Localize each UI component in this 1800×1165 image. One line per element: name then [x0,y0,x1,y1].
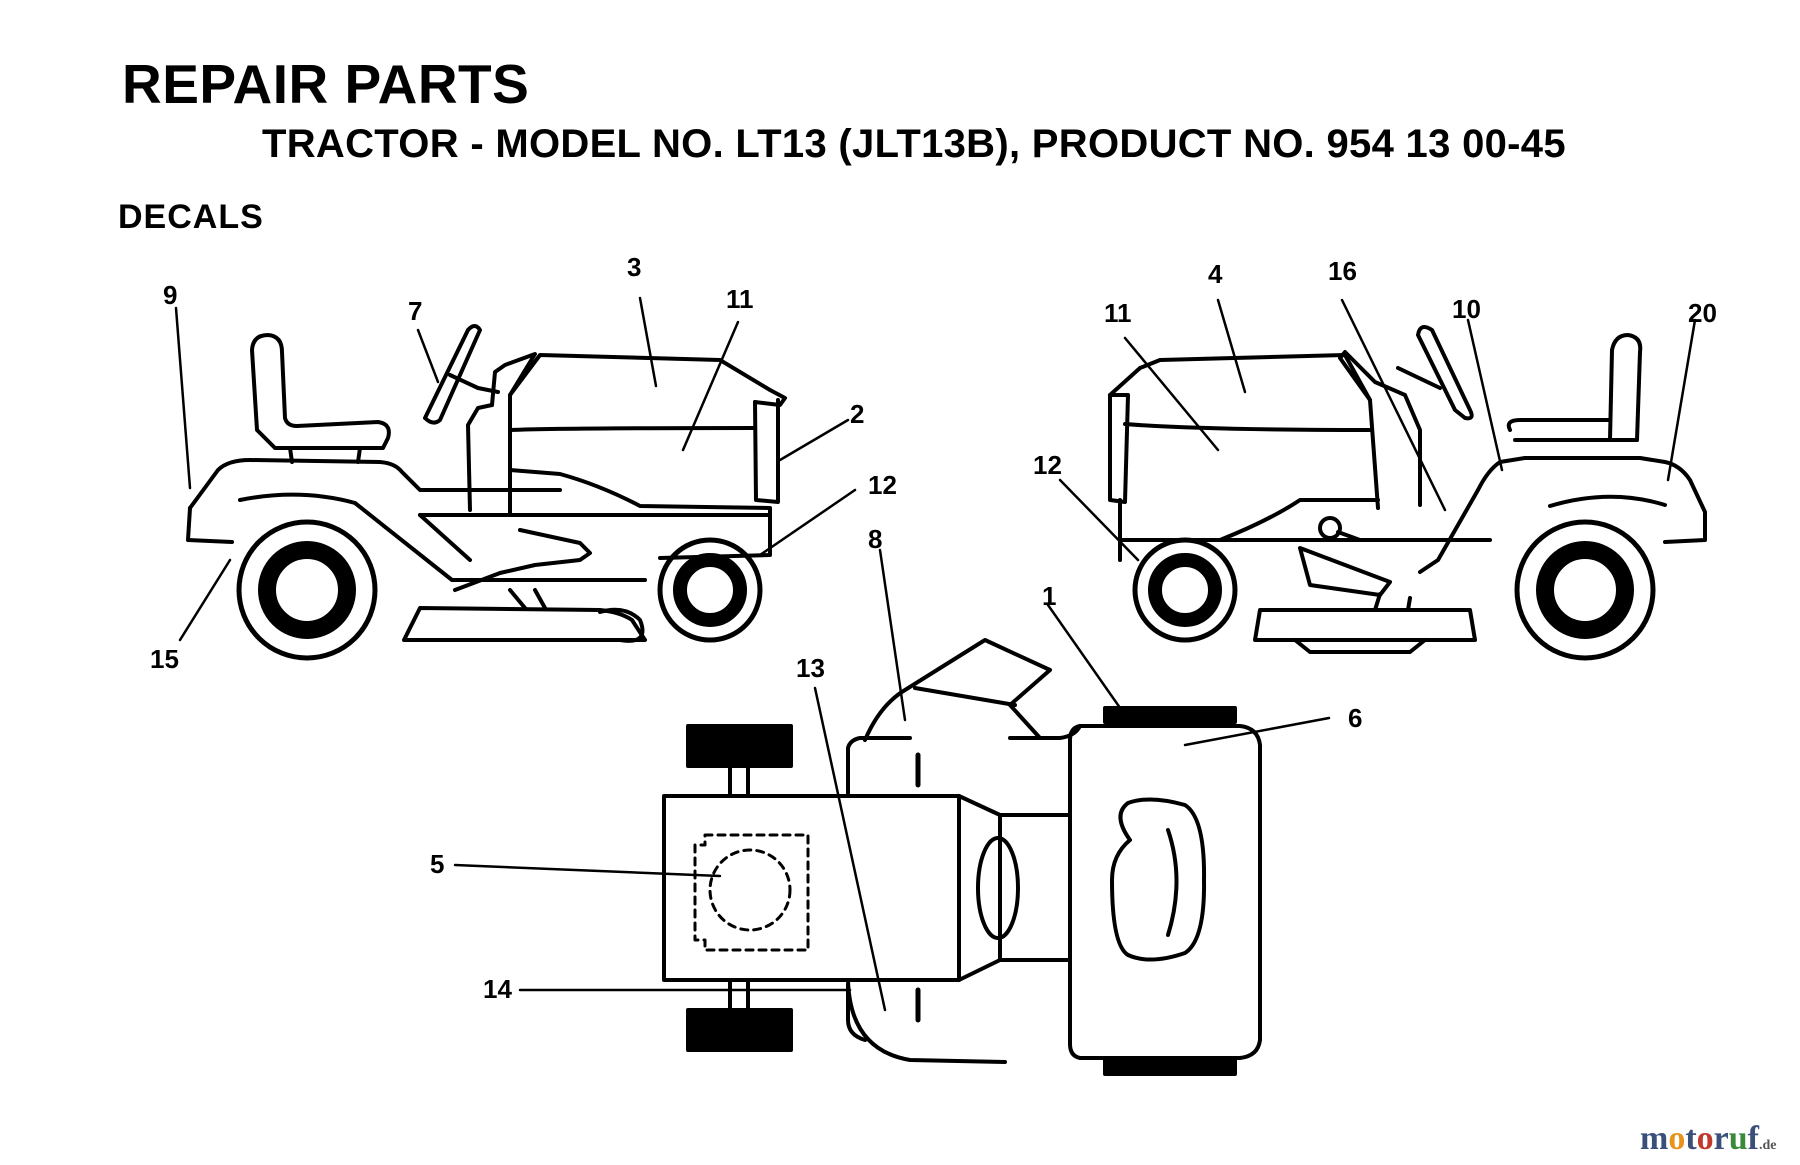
callout-8: 8 [868,524,882,554]
callout-14: 14 [483,974,512,1004]
motoruf-watermark: motoruf.de [1640,1120,1777,1157]
tractor-top-view [662,638,1262,1076]
callout-7: 7 [408,296,422,326]
callout-labels: 9 7 3 11 2 12 15 4 16 11 10 20 12 1 6 8 … [150,252,1717,1004]
callout-16: 16 [1328,256,1357,286]
callout-2: 2 [850,399,864,429]
callout-15: 15 [150,644,179,674]
callout-4: 4 [1208,259,1223,289]
callout-11-left: 11 [726,284,754,314]
callout-12-left: 12 [868,470,897,500]
callout-12-right: 12 [1033,450,1062,480]
tractor-left-side-view [186,324,787,661]
callout-10: 10 [1452,294,1481,324]
callout-9: 9 [163,280,177,310]
tractor-right-side-view [1108,324,1707,661]
page-title: REPAIR PARTS [122,53,530,115]
callout-3: 3 [627,252,641,282]
model-subtitle: TRACTOR - MODEL NO. LT13 (JLT13B), PRODU… [262,122,1566,166]
leader-lines [174,296,1697,1012]
callout-6: 6 [1348,703,1362,733]
callout-1: 1 [1042,581,1056,611]
callout-13: 13 [796,653,825,683]
callout-20: 20 [1688,298,1717,328]
callout-5: 5 [430,849,444,879]
callout-11-right: 11 [1104,298,1132,328]
section-heading: DECALS [118,198,264,236]
